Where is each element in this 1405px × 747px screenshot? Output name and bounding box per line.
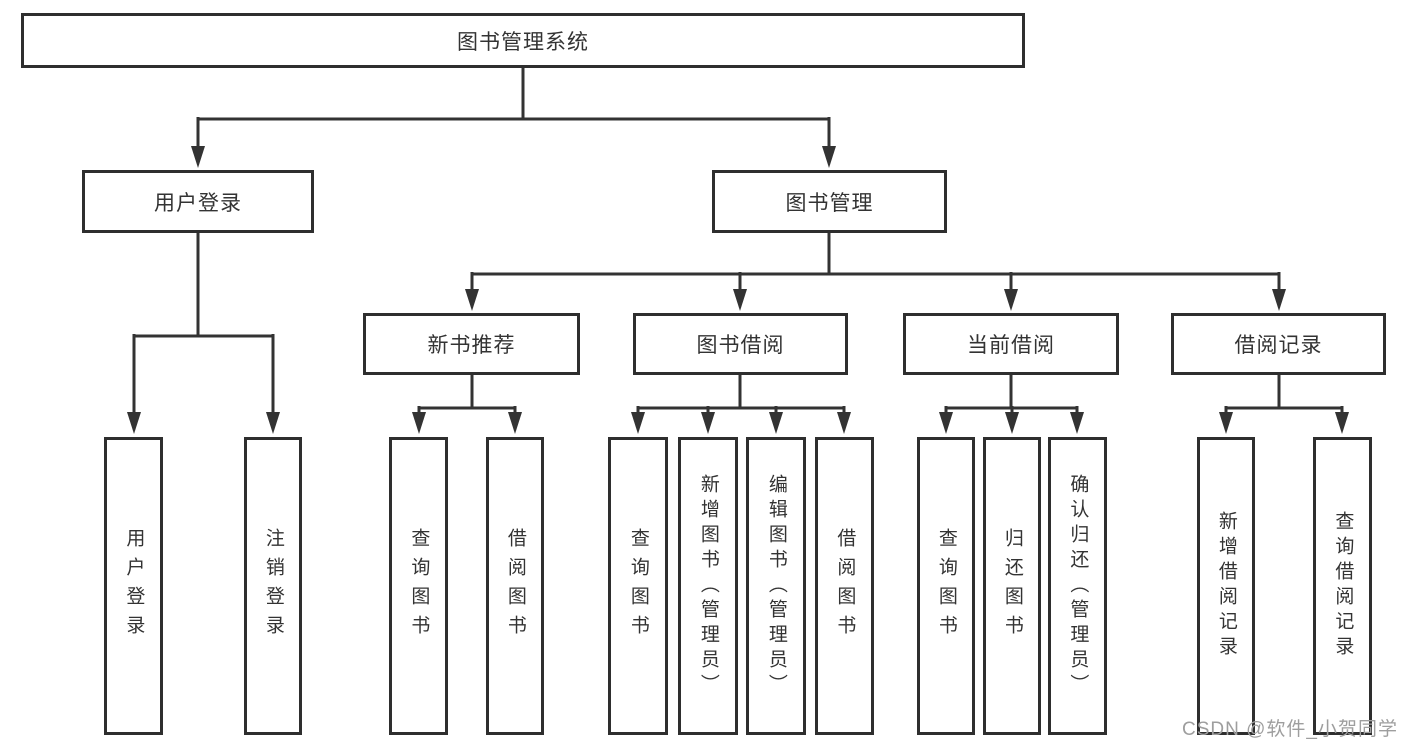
leaf-label: 新增图书（管理员） <box>697 473 719 699</box>
leaf-query-borrow-record: 查询借阅记录 <box>1313 437 1372 735</box>
leaf-confirm-return-admin: 确认归还（管理员） <box>1048 437 1107 735</box>
node-book-borrowing: 图书借阅 <box>633 313 848 375</box>
node-label: 借阅记录 <box>1234 334 1323 357</box>
node-label: 图书管理 <box>785 191 874 215</box>
node-label: 用户登录 <box>154 191 242 215</box>
leaf-borrow-books: 借阅图书 <box>815 437 874 735</box>
leaf-query-books-borrow: 查询图书 <box>608 437 668 735</box>
node-book-management: 图书管理 <box>712 170 947 233</box>
leaf-label: 查询图书 <box>408 528 430 644</box>
node-label: 当前借阅 <box>967 334 1055 357</box>
csdn-watermark: CSDN @软件_小贺同学 <box>1182 719 1398 740</box>
leaf-label: 查询图书 <box>627 528 649 644</box>
leaf-query-books-current: 查询图书 <box>917 437 975 735</box>
leaf-logout: 注销登录 <box>244 437 302 735</box>
leaf-label: 查询图书 <box>935 528 957 644</box>
leaf-user-login: 用户登录 <box>104 437 163 735</box>
leaf-label: 借阅图书 <box>834 528 856 644</box>
leaf-borrow-books-recommend: 借阅图书 <box>486 437 544 735</box>
leaf-label: 新增借阅记录 <box>1215 511 1237 661</box>
node-label: 图书管理系统 <box>457 30 589 54</box>
node-library-management-system: 图书管理系统 <box>21 13 1025 68</box>
node-borrowing-records: 借阅记录 <box>1171 313 1386 375</box>
leaf-label: 确认归还（管理员） <box>1067 473 1089 699</box>
leaf-query-books-recommend: 查询图书 <box>389 437 448 735</box>
node-label: 图书借阅 <box>696 334 785 357</box>
node-label: 新书推荐 <box>427 334 516 357</box>
node-user-login: 用户登录 <box>82 170 314 233</box>
leaf-return-books: 归还图书 <box>983 437 1041 735</box>
leaf-add-books-admin: 新增图书（管理员） <box>678 437 738 735</box>
leaf-edit-books-admin: 编辑图书（管理员） <box>746 437 806 735</box>
node-current-borrowing: 当前借阅 <box>903 313 1119 375</box>
leaf-label: 用户登录 <box>123 528 145 644</box>
node-new-book-recommendation: 新书推荐 <box>363 313 580 375</box>
leaf-add-borrow-record: 新增借阅记录 <box>1197 437 1255 735</box>
leaf-label: 查询借阅记录 <box>1332 511 1354 661</box>
leaf-label: 注销登录 <box>262 528 284 644</box>
leaf-label: 编辑图书（管理员） <box>765 473 787 699</box>
leaf-label: 借阅图书 <box>504 528 526 644</box>
leaf-label: 归还图书 <box>1001 528 1023 644</box>
